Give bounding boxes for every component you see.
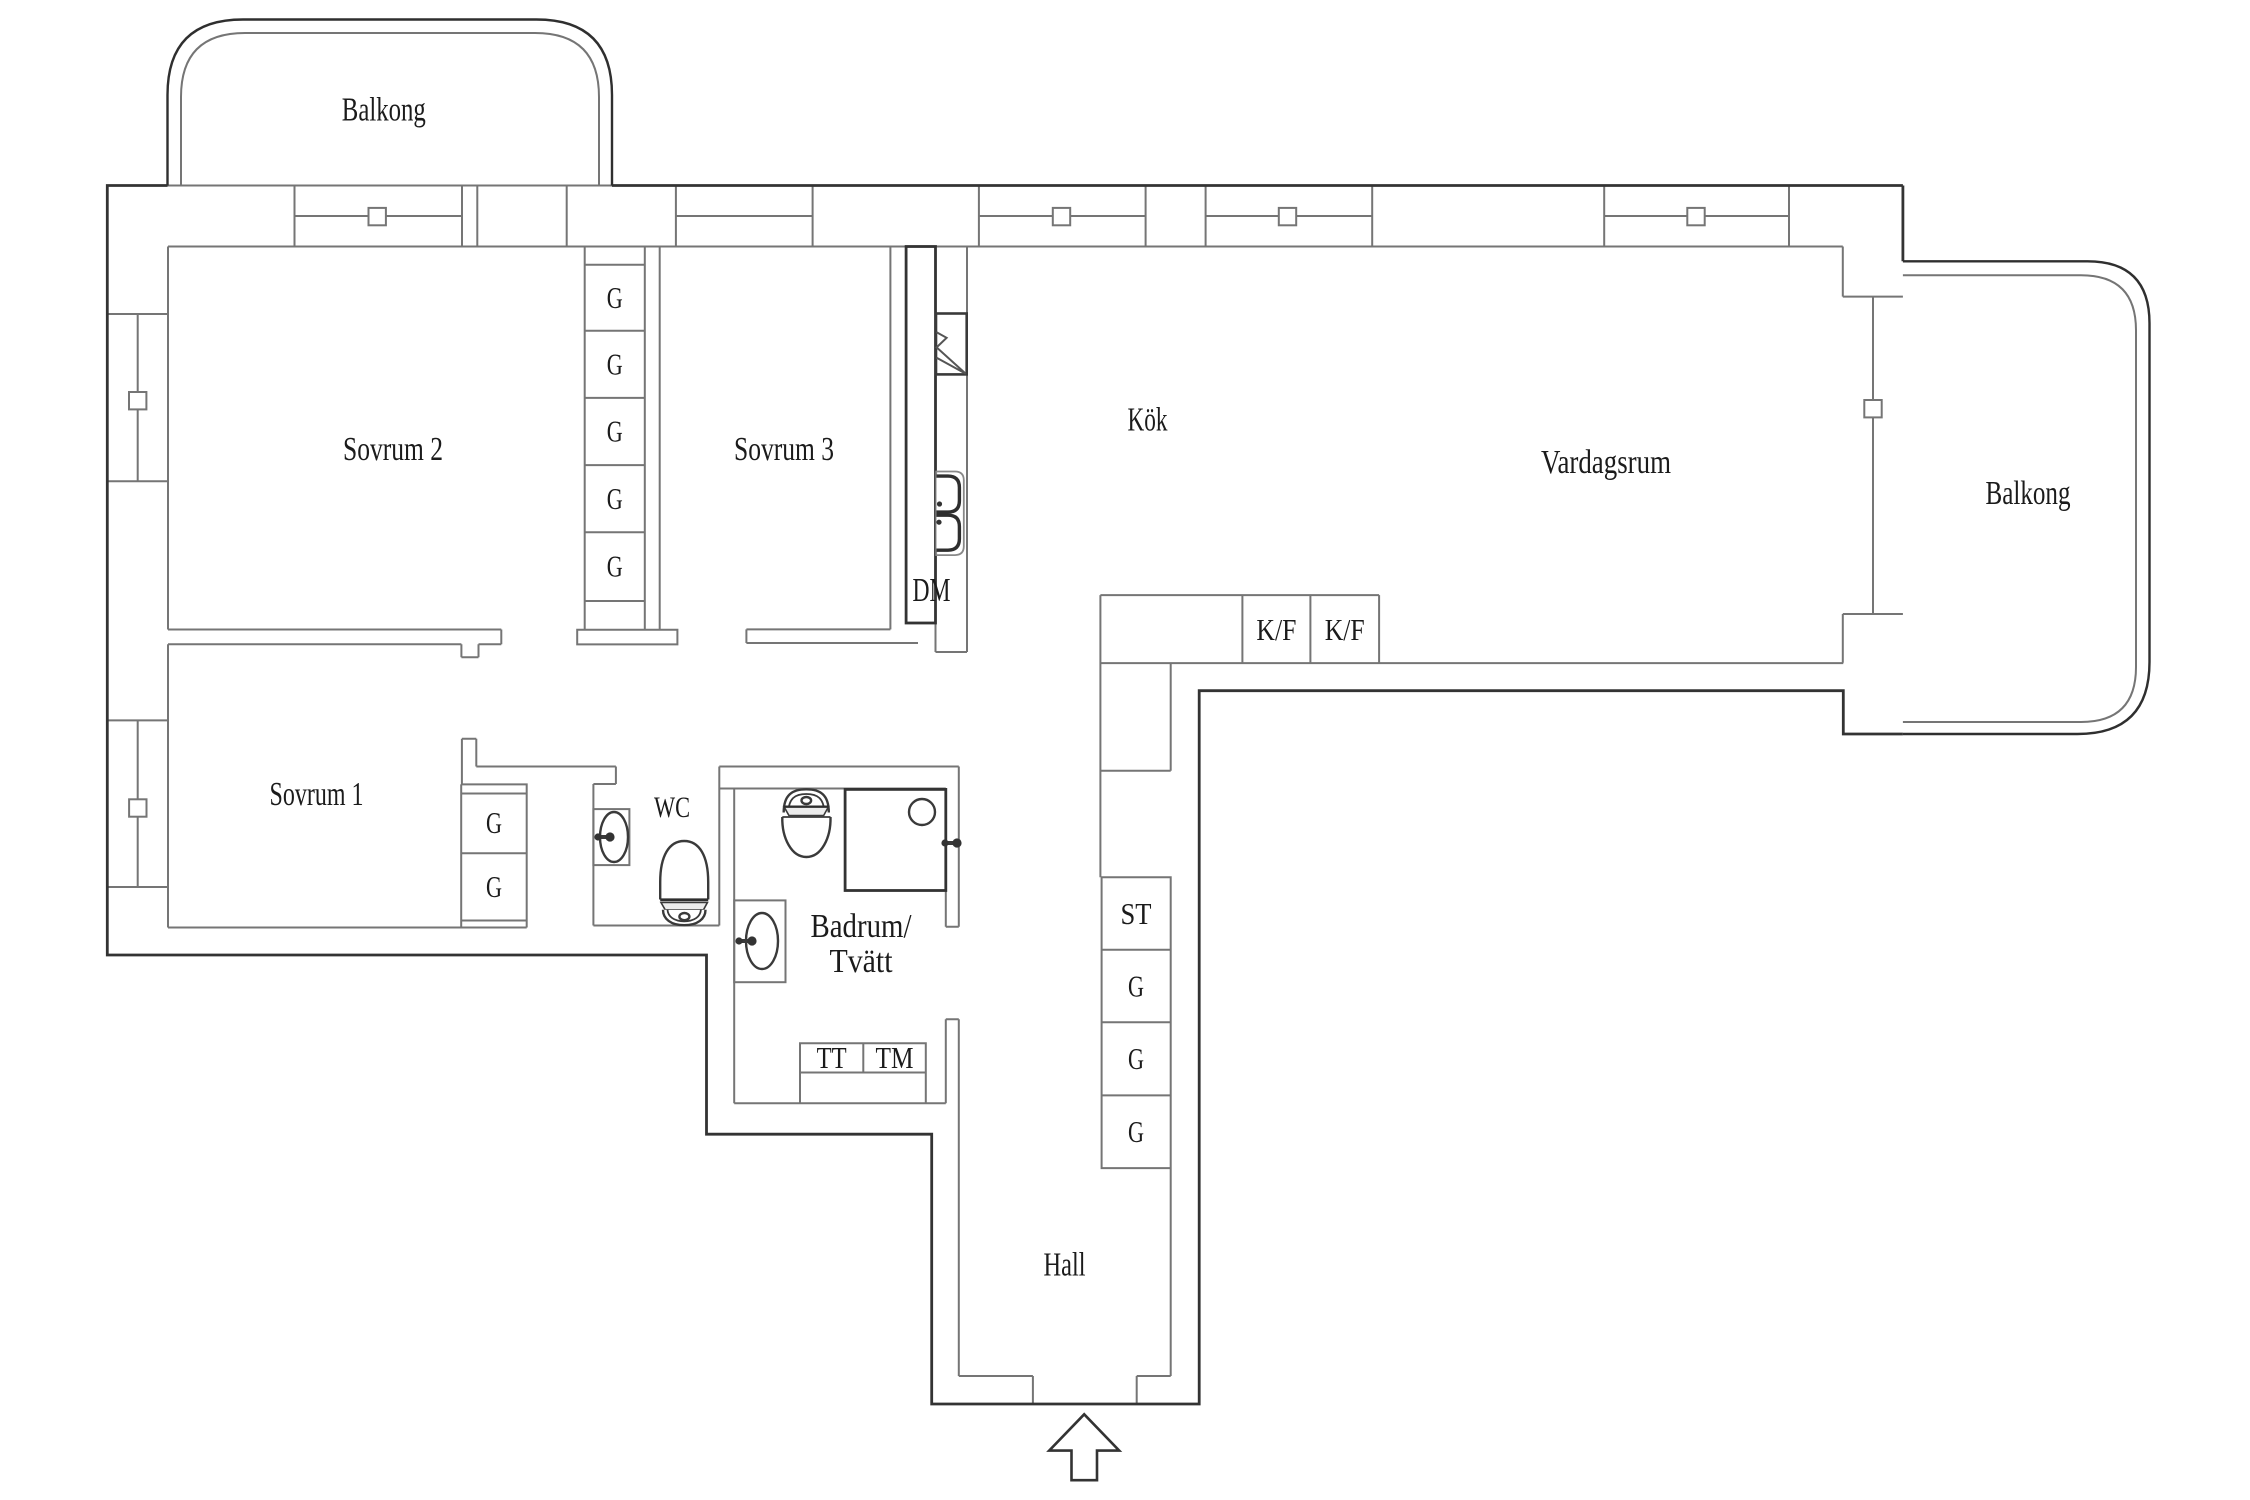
svg-text:Hall: Hall xyxy=(1044,1247,1086,1284)
svg-text:TT: TT xyxy=(817,1040,847,1075)
svg-text:ST: ST xyxy=(1121,896,1152,931)
svg-text:DM: DM xyxy=(913,572,951,609)
svg-text:K/F: K/F xyxy=(1256,612,1296,647)
svg-text:TM: TM xyxy=(876,1040,914,1075)
svg-text:Kök: Kök xyxy=(1128,402,1168,439)
svg-text:G: G xyxy=(607,481,623,516)
svg-text:Tvätt: Tvätt xyxy=(830,943,893,980)
svg-text:Sovrum 2: Sovrum 2 xyxy=(343,431,443,468)
svg-text:G: G xyxy=(1128,969,1144,1004)
svg-text:Vardagsrum: Vardagsrum xyxy=(1541,444,1671,481)
svg-text:G: G xyxy=(607,347,623,382)
svg-text:G: G xyxy=(607,414,623,449)
svg-text:Badrum/: Badrum/ xyxy=(811,908,912,945)
svg-text:G: G xyxy=(607,280,623,315)
svg-text:K/F: K/F xyxy=(1325,612,1365,647)
svg-text:Sovrum 3: Sovrum 3 xyxy=(734,431,834,468)
svg-text:Balkong: Balkong xyxy=(1986,475,2071,512)
svg-text:G: G xyxy=(486,805,502,840)
svg-text:WC: WC xyxy=(654,791,690,824)
svg-text:G: G xyxy=(486,869,502,904)
svg-text:G: G xyxy=(1128,1041,1144,1076)
svg-text:Balkong: Balkong xyxy=(342,91,426,128)
svg-text:G: G xyxy=(1128,1114,1144,1149)
svg-text:G: G xyxy=(607,549,623,584)
svg-text:Sovrum 1: Sovrum 1 xyxy=(270,776,364,813)
